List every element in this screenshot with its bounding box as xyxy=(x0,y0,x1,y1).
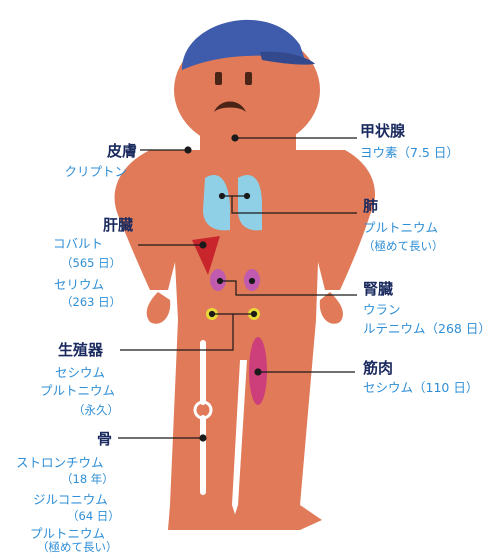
kidney-isotope-uranium: ウラン xyxy=(363,304,401,317)
bone-isotope-strontium: ストロンチウム xyxy=(16,457,104,470)
skin-organ-label: 皮膚 xyxy=(107,144,137,159)
muscle-organ-label: 筋肉 xyxy=(363,361,393,376)
liver-isotope-cobalt: コバルト xyxy=(53,238,103,251)
liver-halflife-cerium: （263 日） xyxy=(61,297,121,309)
thyroid-organ-label: 甲状腺 xyxy=(360,124,405,139)
skin-isotope-krypton: クリプトン xyxy=(64,166,127,179)
liver-halflife-cobalt: （565 日） xyxy=(61,258,121,270)
genital-organ-label: 生殖器 xyxy=(58,343,103,358)
kidney-organ-label: 腎臓 xyxy=(363,282,393,297)
kidney-isotope-ruthenium: ルテニウム（268 日） xyxy=(363,323,491,336)
bone-organ-label: 骨 xyxy=(97,432,112,447)
bone-isotope-plutonium: プルトニウム xyxy=(30,528,105,541)
thyroid-isotope-iodine: ヨウ素（7.5 日） xyxy=(360,147,459,160)
lung-halflife: （極めて長い） xyxy=(363,241,444,253)
bone-halflife-plutonium: （極めて長い） xyxy=(37,542,118,554)
genital-isotope-cesium: セシウム xyxy=(55,367,105,380)
bone-isotope-zirconium: ジルコニウム xyxy=(33,494,108,507)
lung-isotope-plutonium: プルトニウム xyxy=(363,222,438,235)
muscle-isotope-cesium: セシウム（110 日） xyxy=(363,382,478,395)
genital-halflife: （永久） xyxy=(73,405,119,417)
bone-halflife-zirconium: （64 日） xyxy=(67,511,120,523)
liver-organ-label: 肝臓 xyxy=(103,218,133,233)
genital-isotope-plutonium: プルトニウム xyxy=(40,385,115,398)
liver-isotope-cerium: セリウム xyxy=(54,279,104,292)
lung-organ-label: 肺 xyxy=(363,199,378,214)
bone-halflife-strontium: （18 年） xyxy=(61,474,114,486)
